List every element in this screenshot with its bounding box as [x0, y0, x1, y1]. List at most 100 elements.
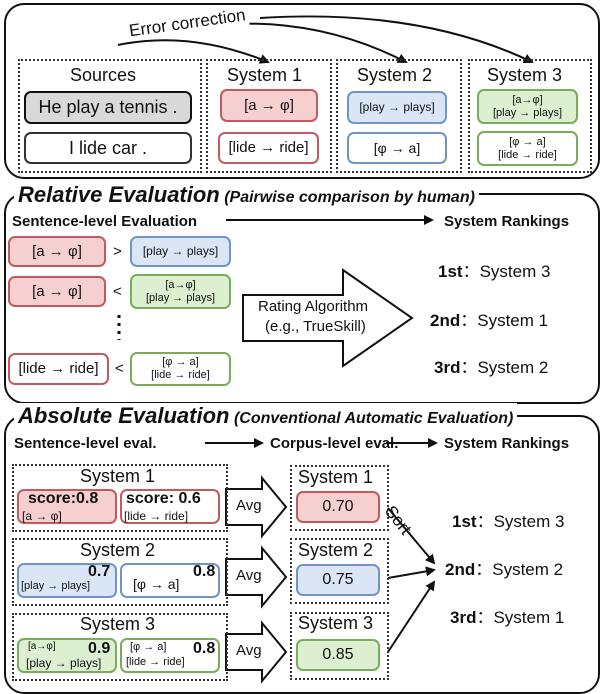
abs-s2-box2	[120, 563, 220, 598]
top-s1-edit-2: [lide → ride]	[218, 132, 319, 164]
abs-s1-box1-score: score:0.8	[28, 490, 99, 507]
top-system2-group	[336, 59, 462, 173]
relative-rank-3-label: 3rd	[434, 358, 461, 377]
pair1-right: [play → plays]	[130, 236, 231, 267]
absolute-title: Absolute Evaluation	[18, 403, 230, 428]
top-s3-edit-2: [φ → a] [lide → ride]	[477, 131, 578, 166]
absolute-rank-3-label: 3rd	[450, 608, 477, 627]
pair3-right-line1: [φ → a]	[162, 356, 199, 369]
error-correction-arrow-1	[117, 39, 270, 64]
relative-rank-3-value: ：System 2	[460, 358, 549, 377]
corpus-system2-group	[290, 538, 389, 604]
corpus-system2-score-box: 0.75	[296, 564, 380, 596]
top-s3-edit-2-line2: [lide → ride]	[498, 148, 557, 161]
pair2-right-line2: [play → plays]	[145, 291, 216, 304]
abs-s3-box1-score: 0.9	[88, 640, 111, 657]
absolute-rank-2-value: ：System 2	[475, 560, 564, 579]
top-s3-edit-2-line1: [φ → a]	[509, 135, 546, 148]
abs-system1-group	[12, 464, 228, 532]
abs-s2-box1-score: 0.7	[88, 563, 111, 580]
top-system3-label: System 3	[487, 65, 563, 85]
abs-s3-box2	[120, 638, 220, 673]
sort-arrow-3	[387, 580, 436, 653]
source-sentence-2-text: I lide car .	[68, 137, 148, 158]
pair3-left-text: [lide → ride]	[18, 360, 99, 378]
relative-rank-1-label: 1st	[438, 262, 463, 281]
relative-rank-3: 3rd：System 2	[434, 353, 548, 378]
pair2-right-line1: [a→φ]	[165, 278, 196, 291]
relative-rank-2-label: 2nd	[430, 311, 461, 330]
abs-s2-box1	[17, 563, 117, 598]
rating-algorithm-line2: (e.g., TrueSkill)	[265, 318, 366, 335]
abs-s1-box1-edit: [a → φ]	[22, 509, 62, 523]
pair3-right-line2: [lide → ride]	[151, 369, 210, 381]
source-sentence-1: He play a tennis .	[24, 91, 192, 124]
abs-system3-label: System 3	[80, 614, 156, 634]
sort-arrow-1	[387, 507, 436, 565]
source-sentence-2: I lide car .	[24, 132, 192, 164]
corpus-system3-score: 0.85	[322, 645, 354, 663]
pair1-left-text: [a → φ]	[32, 242, 82, 260]
absolute-sentence-level-label: Sentence-level eval.	[14, 435, 157, 452]
top-s2-edit-1-text: [play → plays]	[359, 99, 435, 114]
abs-s1-box2	[120, 489, 220, 524]
corpus-system1-label: System 1	[298, 467, 374, 487]
abs-s2-box2-score: 0.8	[193, 563, 216, 580]
absolute-subtitle: (Conventional Automatic Evaluation)	[233, 410, 514, 427]
pair1-op: >	[113, 243, 122, 260]
absolute-system-rankings-label: System Rankings	[444, 435, 570, 452]
pair2-op: <	[113, 283, 122, 300]
avg-label-2: Avg	[236, 567, 262, 584]
error-correction-arrow-3	[259, 15, 534, 64]
rating-algorithm-line1: Rating Algorithm	[258, 298, 369, 315]
top-s2-edit-2-text: [φ → a]	[373, 139, 421, 156]
abs-system2-group	[12, 538, 228, 606]
pair2-right: [a→φ] [play → plays]	[130, 274, 231, 309]
abs-system1-label: System 1	[80, 466, 156, 486]
top-s3-edit-1-line1: [a→φ]	[512, 93, 543, 106]
pair3-right: [φ → a] [lide → ride]	[130, 352, 231, 386]
pair1-left: [a → φ]	[8, 236, 106, 267]
absolute-rank-1-label: 1st	[452, 512, 477, 531]
pair2-left: [a → φ]	[8, 276, 106, 307]
corpus-system3-label: System 3	[298, 613, 374, 633]
abs-s1-box1	[17, 489, 117, 524]
abs-s1-box2-edit: [lide → ride]	[124, 509, 189, 523]
top-s2-edit-1: [play → plays]	[347, 91, 447, 124]
abs-s3-box1-line1: [a→φ]	[28, 641, 56, 652]
sort-arrow-2	[387, 566, 436, 579]
avg-arrow-1	[225, 475, 288, 539]
corpus-system2-score: 0.75	[322, 570, 354, 588]
abs-s2-box1-edit: [play → plays]	[21, 580, 91, 592]
abs-system3-group	[12, 613, 228, 681]
avg-label-3: Avg	[236, 642, 262, 659]
abs-s3-box2-score: 0.8	[193, 640, 216, 657]
avg-label-1: Avg	[236, 497, 262, 514]
abs-s3-box1	[17, 638, 117, 673]
abs-s2-box2-edit: [φ → a]	[133, 576, 180, 592]
top-s1-edit-2-text: [lide → ride]	[228, 139, 309, 157]
corpus-system1-group	[290, 465, 389, 531]
pair1-right-text: [play → plays]	[142, 243, 219, 258]
top-s1-edit-1-text: [a → φ]	[244, 96, 294, 114]
pair3-left: [lide → ride]	[8, 353, 109, 385]
top-s1-edit-1: [a → φ]	[220, 89, 318, 122]
absolute-title-wrap: Absolute Evaluation (Conventional Automa…	[14, 403, 518, 429]
relative-rank-1: 1st：System 3	[438, 257, 550, 282]
absolute-rank-3: 3rd：System 1	[450, 603, 564, 628]
absolute-corpus-level-label: Corpus-level eval.	[270, 435, 399, 452]
relative-rank-2-value: ：System 1	[460, 311, 549, 330]
relative-system-rankings-label: System Rankings	[444, 213, 570, 230]
relative-title: Relative Evaluation	[18, 182, 220, 207]
absolute-rank-1: 1st：System 3	[452, 507, 564, 532]
sources-label: Sources	[70, 65, 137, 85]
pair3-op: <	[115, 360, 124, 377]
abs-s1-box2-score: score: 0.6	[126, 490, 201, 507]
corpus-system3-group	[290, 612, 389, 680]
relative-subtitle: (Pairwise comparison by human)	[224, 189, 475, 206]
avg-arrow-3	[225, 620, 288, 684]
abs-s3-box2-line2: [lide → ride]	[126, 656, 185, 668]
sources-group	[18, 59, 202, 173]
